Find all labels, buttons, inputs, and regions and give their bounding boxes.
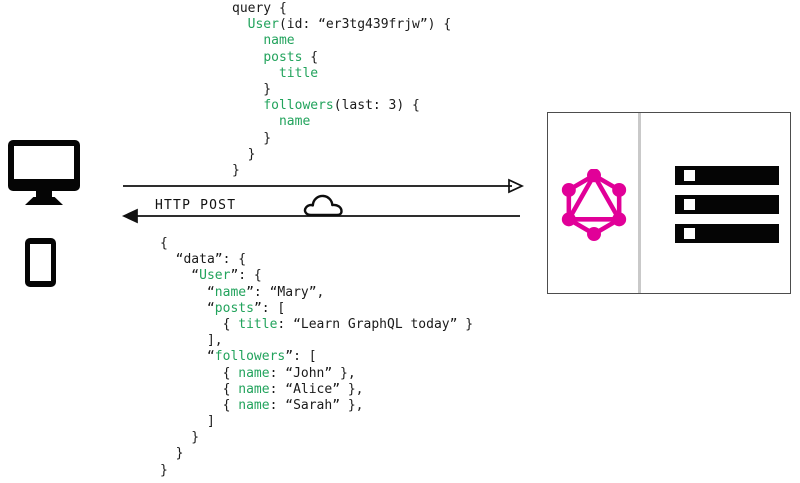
database-bar xyxy=(675,224,779,243)
code-token: } xyxy=(232,146,256,162)
code-line: “posts”: [ xyxy=(160,301,473,317)
phone-screen xyxy=(30,244,51,281)
code-token: “ xyxy=(160,349,215,365)
database-bar xyxy=(675,166,779,185)
monitor-screen xyxy=(14,146,74,179)
graphql-query-code: query { User(id: “er3tg439frjw”) { name … xyxy=(232,1,451,179)
code-line: } xyxy=(160,463,473,479)
code-line: } xyxy=(160,430,473,446)
graphql-response-code: { “data”: { “User”: { “name”: “Mary”, “p… xyxy=(160,236,473,479)
code-line: name xyxy=(232,114,451,130)
code-token xyxy=(232,114,279,129)
mobile-phone-icon xyxy=(25,238,56,287)
code-line: } xyxy=(232,131,451,147)
code-token: { xyxy=(160,316,239,332)
code-line: } xyxy=(232,163,451,179)
graphql-logo xyxy=(561,169,627,241)
database-bar xyxy=(675,195,779,214)
code-line: } xyxy=(160,446,473,462)
code-field-token: name xyxy=(278,114,311,130)
client-devices xyxy=(0,130,110,295)
code-line: { name: “Alice” }, xyxy=(160,382,473,398)
code-token xyxy=(232,66,279,81)
code-token: : “John” }, xyxy=(269,365,356,381)
code-line: } xyxy=(232,82,451,98)
code-field-token: User xyxy=(247,17,279,33)
code-field-token: title xyxy=(238,316,278,332)
code-field-token: posts xyxy=(263,49,303,65)
code-token: “ xyxy=(160,284,215,300)
code-token: : “Learn GraphQL today” } xyxy=(277,316,474,332)
database-stack xyxy=(675,166,779,244)
database-indicator xyxy=(684,228,695,239)
code-token: “data”: { xyxy=(160,252,247,268)
code-token: } xyxy=(232,81,272,97)
code-field-token: name xyxy=(238,397,270,413)
code-line: followers(last: 3) { xyxy=(232,98,451,114)
code-token: { xyxy=(160,365,239,381)
code-token: } xyxy=(160,430,200,446)
code-token: { xyxy=(160,236,168,251)
code-token: ”: { xyxy=(230,268,262,284)
code-token: “ xyxy=(160,268,200,284)
code-token: query { xyxy=(232,1,287,16)
code-field-token: User xyxy=(199,268,231,284)
code-field-token: name xyxy=(238,365,270,381)
code-line: title xyxy=(232,66,451,82)
code-token xyxy=(232,98,263,113)
code-line: “name”: “Mary”, xyxy=(160,285,473,301)
code-field-token: title xyxy=(278,65,319,81)
code-line: “followers”: [ xyxy=(160,349,473,365)
code-line: query { xyxy=(232,1,451,17)
code-token: “ xyxy=(160,300,215,316)
code-field-token: name xyxy=(238,381,270,397)
code-token: { xyxy=(160,397,239,413)
code-line: name xyxy=(232,33,451,49)
monitor-neck xyxy=(36,191,52,200)
code-line: { name: “Sarah” }, xyxy=(160,398,473,414)
code-token: (id: “er3tg439frjw”) { xyxy=(278,17,452,33)
code-token xyxy=(232,33,263,48)
code-token: : “Alice” }, xyxy=(269,381,364,397)
http-post-label: HTTP POST xyxy=(155,198,237,213)
code-token: } xyxy=(232,130,272,146)
database-indicator xyxy=(684,170,695,181)
code-token: ] xyxy=(160,414,215,430)
code-token: ”: [ xyxy=(253,300,286,316)
code-token: { xyxy=(302,49,319,65)
code-token xyxy=(232,50,263,65)
code-token: (last: 3) { xyxy=(333,98,420,114)
monitor-body xyxy=(8,140,80,191)
code-field-token: name xyxy=(263,33,295,49)
code-line: “User”: { xyxy=(160,268,473,284)
code-line: { title: “Learn GraphQL today” } xyxy=(160,317,473,333)
monitor-base xyxy=(25,197,63,205)
code-line: “data”: { xyxy=(160,252,473,268)
code-token xyxy=(232,17,248,32)
cloud-icon xyxy=(303,194,343,217)
code-token: ], xyxy=(160,333,223,349)
code-token: } xyxy=(232,162,240,178)
code-line: User(id: “er3tg439frjw”) { xyxy=(232,17,452,33)
request-arrow-right xyxy=(123,178,525,194)
code-field-token: posts xyxy=(214,300,254,316)
code-field-token: name xyxy=(214,284,247,300)
database-indicator xyxy=(684,199,695,210)
code-token: : “Sarah” }, xyxy=(269,397,364,413)
code-field-token: followers xyxy=(263,98,334,114)
code-field-token: followers xyxy=(214,349,286,365)
code-line: } xyxy=(232,147,451,163)
code-token: } xyxy=(160,462,168,478)
code-line: ] xyxy=(160,414,473,430)
code-line: posts { xyxy=(232,50,451,66)
code-line: ], xyxy=(160,333,473,349)
server-panel-divider xyxy=(638,113,641,293)
code-token: ”: [ xyxy=(285,349,317,365)
code-line: { name: “John” }, xyxy=(160,366,473,382)
code-token: ”: “Mary”, xyxy=(246,284,325,300)
code-line: { xyxy=(160,236,473,252)
graphql-server-panel xyxy=(547,112,791,294)
code-token: { xyxy=(160,381,239,397)
code-token: } xyxy=(160,446,184,462)
